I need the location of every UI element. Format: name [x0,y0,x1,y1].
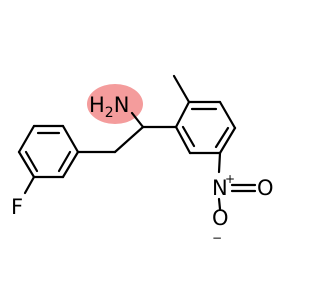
bond-methyl [172,74,191,104]
double-bond-inner [57,150,72,173]
bond [61,124,80,154]
double-bond-inner [214,126,230,149]
bond [17,150,36,179]
nitro-nitrogen-label: N [212,176,228,200]
nitrophenyl-ring [174,100,237,155]
double-bond-inner [24,150,39,173]
fluorophenyl-ring [17,124,80,179]
bond-c-f [23,175,36,195]
oxygen-upper-label: O [257,176,274,200]
bond [113,125,145,154]
double-bond-inner [181,125,196,148]
oxygen-lower-charge: − [212,231,222,245]
fluorine-label: F [11,195,23,219]
nitro-nitrogen-charge: + [225,172,235,186]
oxygen-lower-label: O [212,206,229,230]
amine-label: H2N [89,93,129,121]
molecule-structure: H2N F N + O O − [11,74,274,245]
bond [61,150,80,179]
bond [218,100,237,130]
amine-highlight [87,84,143,124]
bond-c-nitro [217,151,222,174]
bond-c-n [130,111,145,129]
bond [17,124,36,154]
bond [174,125,192,155]
bond-n-o-single [217,197,222,211]
bond [174,100,191,129]
bond [218,126,237,155]
